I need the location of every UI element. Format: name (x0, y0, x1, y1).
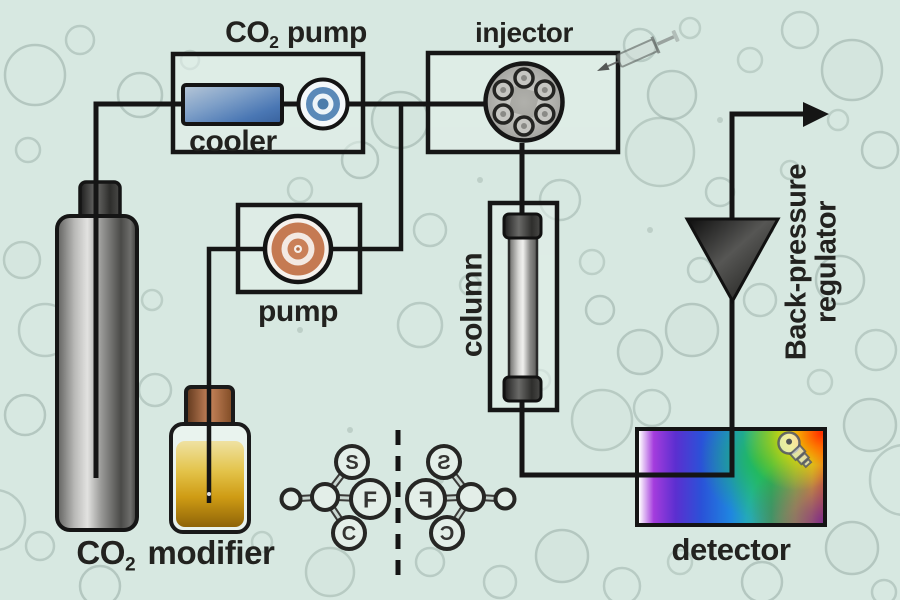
column-label: column (455, 252, 489, 358)
atom-label-c-mirrored: C (440, 523, 454, 545)
modifier-label: modifier (147, 534, 275, 571)
cooler-label: cooler (189, 125, 277, 158)
column-box (487, 200, 560, 413)
box-borders (170, 50, 621, 413)
atom-label-s: S (345, 452, 358, 474)
pump-label: pump (257, 295, 339, 328)
co2-cylinder-label: CO2 (76, 534, 136, 576)
column-tube (502, 212, 543, 403)
lamp-icon (777, 431, 813, 469)
co2-pump-head (296, 77, 350, 131)
s-atom (334, 444, 370, 480)
back-pressure-regulator (684, 217, 781, 305)
flow-arrowhead (803, 102, 829, 127)
co2-pump-box (170, 51, 366, 155)
chiral-center-atom (310, 482, 340, 512)
pump-box (235, 202, 363, 295)
molecule-right-mirrored: S F C (405, 444, 517, 551)
injection-valve (483, 61, 565, 143)
cooler-block (181, 83, 284, 126)
injector-label: injector (475, 17, 573, 48)
f-atom (349, 478, 391, 520)
bpr-label-line1: Back-pressure (780, 163, 813, 361)
valve-ports (492, 67, 556, 137)
atom-label-f: F (363, 486, 377, 512)
back-pressure-regulator-label: Back-pressure regulator (780, 163, 843, 361)
co2-line (93, 101, 486, 478)
h-atom (279, 487, 303, 511)
c-atom (331, 515, 367, 551)
atom-label-s-mirrored: S (437, 452, 450, 474)
molecule-left: S F C (279, 444, 391, 551)
injector-box (425, 50, 621, 155)
analysis-line (519, 111, 805, 478)
modifier-pump-head (262, 213, 334, 285)
atom-label-c: C (342, 523, 356, 545)
detector-label: detector (671, 532, 791, 567)
atom-label-f-mirrored: F (419, 486, 433, 512)
co2-pump-label: CO2 pump (225, 16, 367, 52)
bpr-label-line2: regulator (811, 200, 843, 324)
syringe-icon (597, 30, 680, 71)
